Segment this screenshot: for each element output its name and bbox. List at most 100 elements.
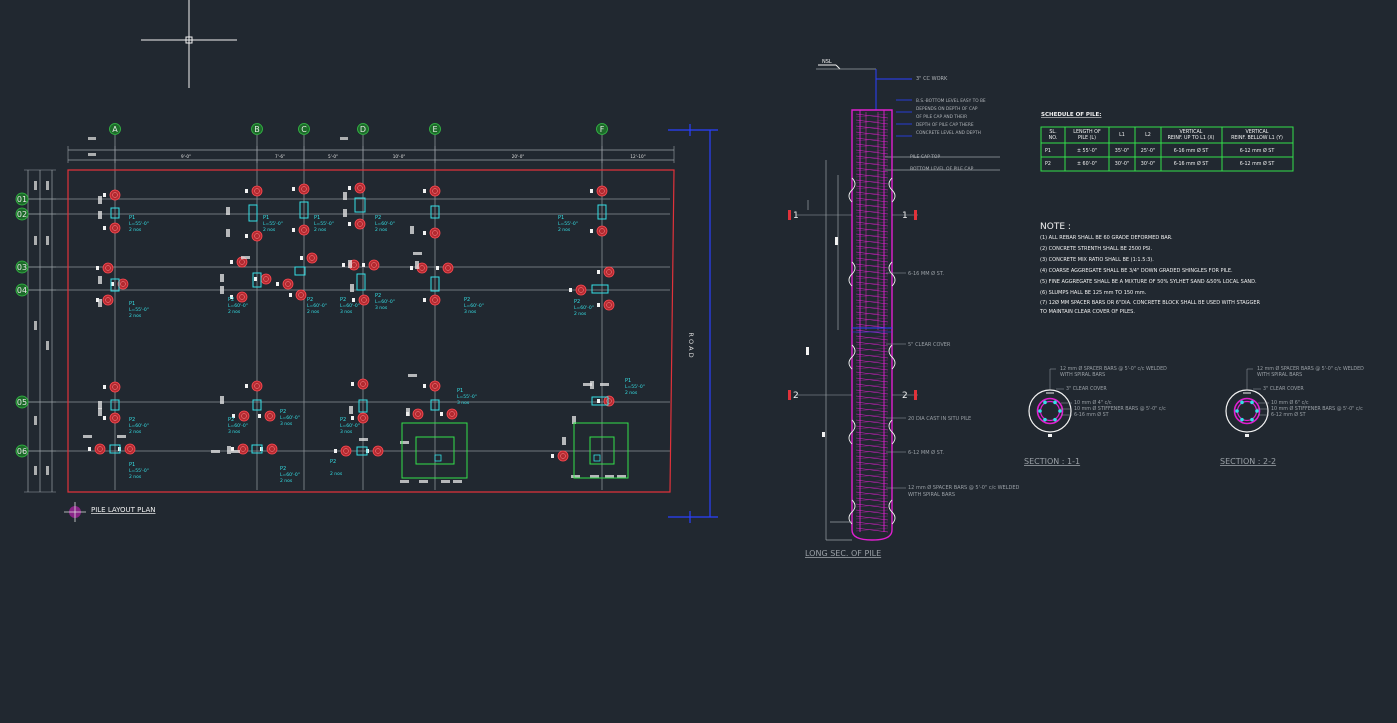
svg-text:2: 2 (902, 391, 908, 401)
pile-circle[interactable] (118, 443, 136, 455)
pile-circle[interactable] (289, 289, 307, 301)
pile-circle[interactable] (351, 378, 369, 390)
section-2-2[interactable]: 12 mm Ø SPACER BARS @ 5'-0" c/c WELDEDWI… (1225, 365, 1364, 437)
pile-circle[interactable] (423, 380, 441, 392)
svg-text:L=60'-0": L=60'-0" (280, 415, 300, 421)
pile-circle[interactable] (348, 218, 366, 230)
svg-text:02: 02 (17, 210, 27, 219)
pile-tag: P1L=55'-0"2 nos (558, 215, 578, 233)
pile-circle[interactable] (423, 294, 441, 306)
svg-text:P1: P1 (263, 215, 269, 221)
pile-circle[interactable] (231, 443, 249, 455)
svg-text:L=60'-0": L=60'-0" (574, 305, 594, 311)
pile-circle[interactable] (103, 381, 121, 393)
svg-text:2 nos: 2 nos (280, 478, 293, 484)
grid-bubble-01: 01 (15, 192, 29, 206)
pile-tag: P1L=55'-0"2 nos (263, 215, 283, 233)
pile-circle[interactable] (590, 225, 608, 237)
pile-circle[interactable] (590, 185, 608, 197)
svg-text:2 nos: 2 nos (558, 227, 571, 233)
pile-circle[interactable] (352, 294, 370, 306)
pile-circle[interactable] (366, 445, 384, 457)
pile-circle[interactable] (260, 443, 278, 455)
pile-outline (851, 109, 893, 541)
svg-text:20 DIA CAST IN SITU PILE: 20 DIA CAST IN SITU PILE (908, 416, 971, 422)
svg-text:2 nos: 2 nos (375, 227, 388, 233)
svg-text:OF PILE CAP AND THEIR: OF PILE CAP AND THEIR (916, 114, 967, 120)
pile-circle[interactable] (230, 291, 248, 303)
pile-tag: P2L=60'-0"3 nos (340, 297, 360, 315)
long-section-of-pile[interactable]: NSL 3" CC WORK B.S.-BOTTOM LEVEL EASY TO… (788, 59, 1020, 558)
pile-tag: P1L=55'-0"2 nos (129, 462, 149, 480)
pile-circle[interactable] (292, 224, 310, 236)
pile-cap (252, 272, 262, 288)
pile-circle[interactable] (254, 273, 272, 285)
pile-circle[interactable] (406, 408, 424, 420)
note-line: (6) SLUMPS HALL BE 125 mm TO 150 mm. (1040, 290, 1147, 296)
pile-circle[interactable] (440, 408, 458, 420)
pile-circle[interactable] (111, 278, 129, 290)
pile-circle[interactable] (232, 410, 250, 422)
pile-cap (430, 399, 440, 411)
plan-title: PILE LAYOUT PLAN (91, 506, 155, 514)
pile-circle[interactable] (423, 185, 441, 197)
pile-circle[interactable] (96, 294, 114, 306)
pile-circle[interactable] (423, 227, 441, 239)
section-1-1[interactable]: 12 mm Ø SPACER BARS @ 5'-0" c/c WELDEDWI… (1028, 365, 1167, 437)
svg-text:12 mm Ø SPACER BARS @ 5'-0" c/: 12 mm Ø SPACER BARS @ 5'-0" c/c WELDED (1060, 365, 1167, 372)
pile-circle[interactable] (103, 412, 121, 424)
pile-circle[interactable] (436, 262, 454, 274)
grid-bubble-06: 06 (15, 444, 29, 458)
pile-circle[interactable] (276, 278, 294, 290)
pile-circle[interactable] (300, 252, 318, 264)
svg-text:1: 1 (902, 211, 908, 221)
pile-cap (110, 399, 120, 411)
svg-text:L=60'-0": L=60'-0" (228, 423, 248, 429)
section-1-title: SECTION : 1-1 (1024, 457, 1080, 466)
pile-tag: P2L=60'-0"2 nos (307, 297, 327, 315)
pile-circle[interactable] (96, 262, 114, 274)
pile-circle[interactable] (103, 189, 121, 201)
grid-bubble-E: E (429, 123, 441, 135)
pile-cap (430, 276, 440, 292)
pile-tag: P1L=55'-0"2 nos (625, 378, 645, 396)
schedule-cell: ± 60'-0" (1077, 161, 1097, 167)
svg-text:2 nos: 2 nos (314, 227, 327, 233)
svg-text:2 nos: 2 nos (129, 227, 142, 233)
pile-circle[interactable] (597, 299, 615, 311)
pile-circle[interactable] (351, 412, 369, 424)
svg-text:P2: P2 (228, 417, 234, 423)
pile-circle[interactable] (88, 443, 106, 455)
pile-circle[interactable] (245, 230, 263, 242)
svg-text:P2: P2 (280, 409, 286, 415)
pile-circle[interactable] (245, 380, 263, 392)
pile-circle[interactable] (103, 222, 121, 234)
pile-circle[interactable] (292, 183, 310, 195)
svg-text:2 nos: 2 nos (330, 471, 343, 477)
pile-circle[interactable] (334, 445, 352, 457)
pile-tag: P2L=60'-0"2 nos (228, 297, 248, 315)
pile-cap (109, 444, 121, 454)
pile-circle[interactable] (245, 185, 263, 197)
svg-text:L=60'-0": L=60'-0" (129, 423, 149, 429)
schedule-cell: 30'-0" (1141, 161, 1155, 167)
pile-circle[interactable] (362, 259, 380, 271)
top-dimension: 5'-0" (328, 154, 338, 159)
pile-circle[interactable] (258, 410, 276, 422)
schedule-cell: P2 (1045, 161, 1051, 167)
svg-text:P2: P2 (574, 299, 580, 305)
pile-circle[interactable] (569, 284, 587, 296)
pile-circle[interactable] (551, 450, 569, 462)
grid-bubble-D: D (357, 123, 369, 135)
pile-circle[interactable] (348, 182, 366, 194)
pile-circle[interactable] (597, 266, 615, 278)
pile-circle[interactable] (597, 395, 615, 407)
svg-text:3 nos: 3 nos (375, 305, 388, 311)
svg-text:10 mm Ø STIFFENER BARS @ 5'-0": 10 mm Ø STIFFENER BARS @ 5'-0" c/c (1271, 405, 1363, 412)
